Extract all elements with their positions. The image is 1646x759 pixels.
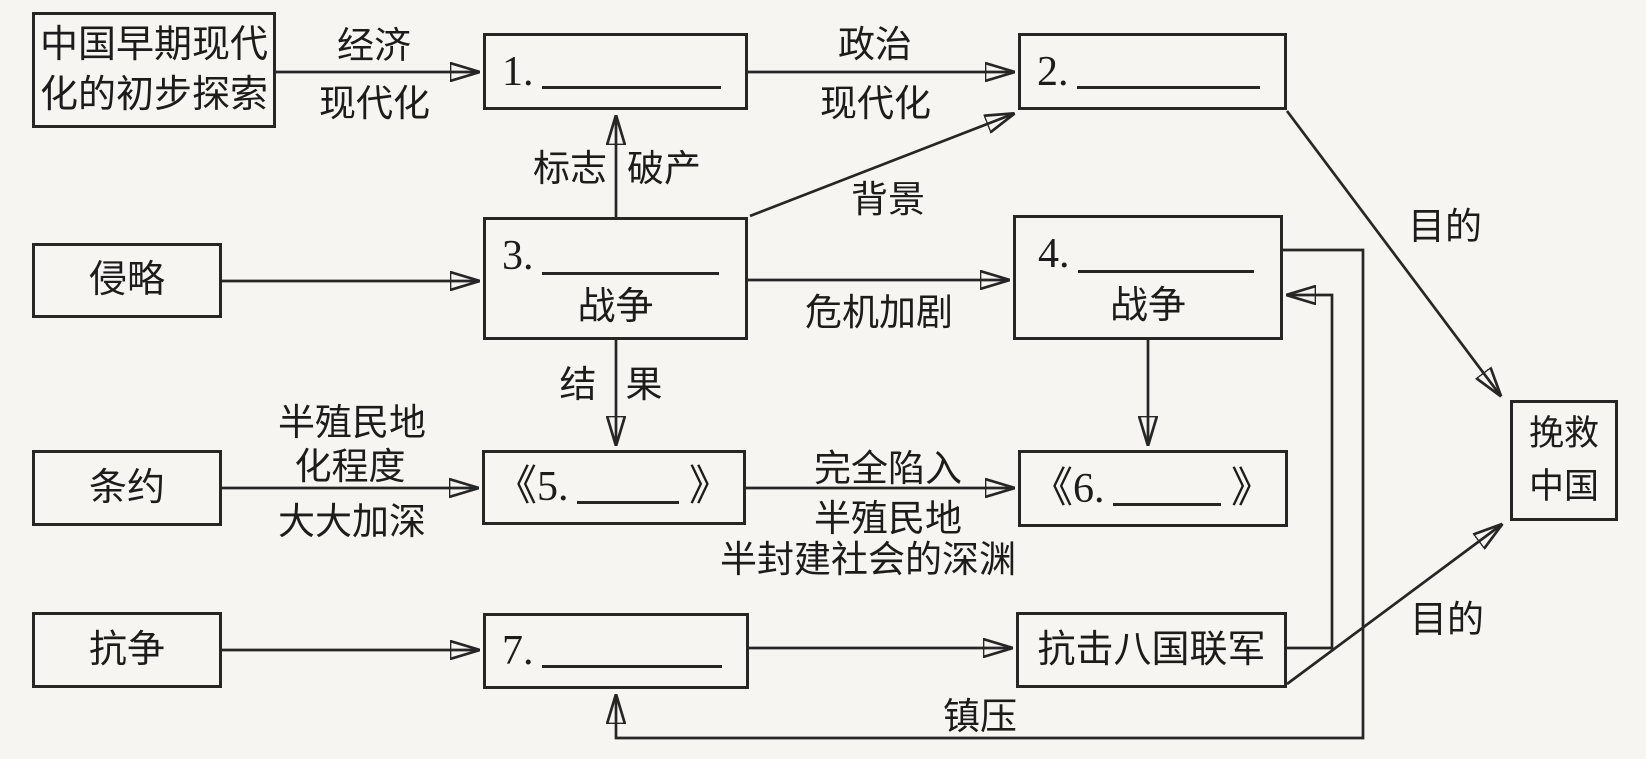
edge-label-purpose-lower: 目的 (1410, 600, 1484, 641)
edge-label-deepen-1: 半殖民地 (278, 403, 426, 444)
node-blank-3-war: 3. 战争 (483, 217, 748, 340)
node-explore-label: 中国早期现代化的初步探索 (39, 23, 268, 116)
edge-label-fall-bottom-2: 半封建社会的深渊 (720, 540, 1016, 581)
node-blank-4-number: 4. (1038, 231, 1070, 277)
edge-label-background: 背景 (851, 180, 925, 221)
edge-label-result-right: 果 (625, 365, 663, 406)
node-treaty: 条约 (32, 450, 222, 526)
node-blank-4-row: 4. (1016, 218, 1280, 275)
node-blank-5-underline (576, 501, 679, 504)
node-resistance: 抗争 (32, 612, 222, 688)
node-treaty-label: 条约 (88, 466, 165, 509)
edge-label-political-bottom: 现代化 (820, 84, 931, 125)
node-blank-6-suffix: 》 (1230, 466, 1273, 512)
edge-label-economic-bottom: 现代化 (319, 84, 430, 125)
edge-label-political-top: 政治 (838, 25, 912, 66)
node-blank-5-prefix: 《5. (495, 464, 569, 510)
node-explore: 中国早期现代化的初步探索 (32, 12, 276, 128)
edge-purpose-upper (1285, 110, 1500, 395)
node-blank-4-underline (1077, 270, 1254, 273)
node-blank-3-row: 3. (486, 220, 745, 277)
edge-label-bankruptcy: 破产 (627, 149, 701, 190)
edge-label-purpose-upper: 目的 (1408, 207, 1482, 248)
edge-label-deepen-2: 化程度 (294, 447, 406, 488)
node-blank-2-number: 2. (1037, 49, 1069, 95)
node-blank-3-number: 3. (502, 233, 534, 279)
node-save-china-label: 挽救中国 (1528, 414, 1599, 506)
edge-label-suppress: 镇压 (943, 697, 1017, 738)
node-blank-6-treaty: 《6. 》 (1018, 450, 1288, 527)
node-blank-1-number: 1. (502, 49, 534, 95)
node-blank-7: 7. (483, 613, 749, 689)
node-blank-5-treaty: 《5. 》 (482, 450, 746, 525)
node-blank-4-war-label: 战争 (1109, 284, 1186, 327)
edge-label-result-left: 结 (559, 365, 597, 406)
node-blank-2-underline (1076, 86, 1260, 89)
edge-label-deepen-3: 大大加深 (278, 502, 426, 543)
node-blank-6-prefix: 《6. (1031, 466, 1105, 512)
node-blank-3-war-label: 战争 (577, 285, 654, 328)
edge-label-fall-bottom-1: 半殖民地 (814, 499, 962, 540)
node-blank-7-underline (541, 665, 722, 668)
node-blank-5-suffix: 》 (688, 464, 731, 510)
node-resistance-label: 抗争 (88, 628, 165, 671)
node-blank-7-number: 7. (502, 628, 534, 674)
node-fight-allies-label: 抗击八国联军 (1037, 628, 1266, 671)
node-blank-6-underline (1112, 503, 1221, 506)
edge-label-mark: 标志 (533, 149, 607, 190)
node-blank-2: 2. (1018, 33, 1287, 110)
node-blank-1: 1. (483, 33, 748, 110)
edge-fight-to-war4 (1287, 295, 1334, 650)
node-blank-3-underline (541, 272, 719, 275)
node-invasion-label: 侵略 (88, 259, 165, 302)
node-invasion: 侵略 (32, 243, 222, 318)
node-fight-allies: 抗击八国联军 (1016, 612, 1287, 688)
node-blank-1-underline (541, 86, 721, 89)
node-blank-4-war: 4. 战争 (1013, 215, 1283, 340)
node-save-china: 挽救中国 (1510, 400, 1618, 521)
edge-label-fall-top: 完全陷入 (814, 449, 962, 490)
edge-label-economic-top: 经济 (337, 26, 411, 67)
edge-label-crisis: 危机加剧 (805, 293, 953, 334)
